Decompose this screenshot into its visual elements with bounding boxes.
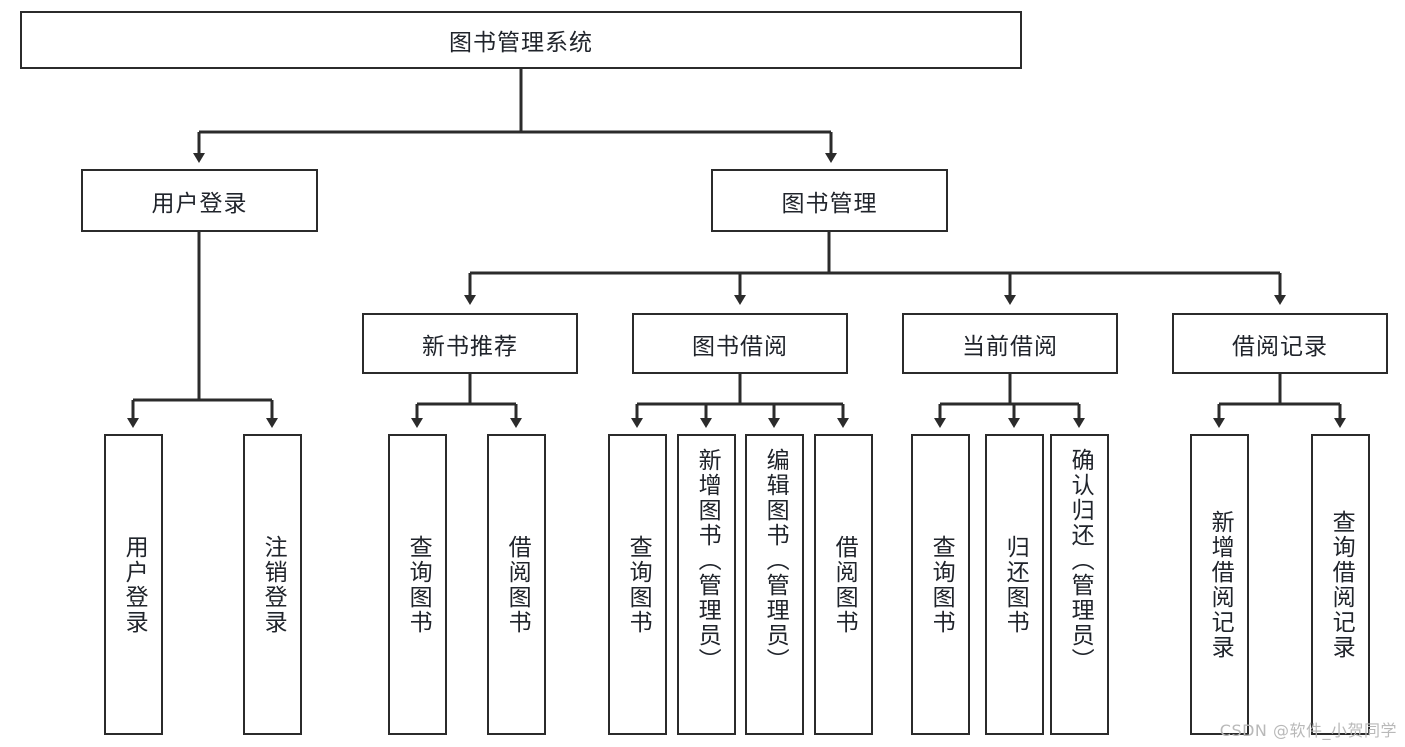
- node-leaf-query-book-3[interactable]: 查询图书: [911, 434, 970, 735]
- node-leaf-add-record-label: 新增借阅记录: [1207, 509, 1234, 660]
- node-leaf-query-record-label: 查询借阅记录: [1328, 509, 1355, 660]
- node-borrow-record-label: 借阅记录: [1232, 333, 1328, 360]
- node-leaf-query-book-1[interactable]: 查询图书: [388, 434, 447, 735]
- node-leaf-edit-book[interactable]: 编辑图书（管理员）: [745, 434, 804, 735]
- node-new-book-recommend[interactable]: 新书推荐: [362, 313, 578, 374]
- node-root-label: 图书管理系统: [449, 30, 593, 56]
- node-book-manage-label: 图书管理: [781, 190, 878, 217]
- node-leaf-user-logout[interactable]: 注销登录: [243, 434, 302, 735]
- node-borrow-record[interactable]: 借阅记录: [1172, 313, 1388, 374]
- node-leaf-query-book-2[interactable]: 查询图书: [608, 434, 667, 735]
- node-leaf-return-book-label: 归还图书: [1002, 534, 1029, 635]
- node-book-manage[interactable]: 图书管理: [711, 169, 948, 232]
- node-current-borrow-label: 当前借阅: [962, 333, 1058, 360]
- node-leaf-add-book[interactable]: 新增图书（管理员）: [677, 434, 736, 735]
- node-root[interactable]: 图书管理系统: [20, 11, 1022, 69]
- node-leaf-query-book-3-label: 查询图书: [928, 534, 955, 635]
- node-leaf-borrow-book-2-label: 借阅图书: [831, 534, 858, 635]
- watermark: CSDN @软件_小贺同学: [1219, 721, 1397, 740]
- node-book-borrow[interactable]: 图书借阅: [632, 313, 848, 374]
- node-user-login-label: 用户登录: [151, 190, 248, 217]
- node-leaf-user-login[interactable]: 用户登录: [104, 434, 163, 735]
- node-leaf-confirm-return[interactable]: 确认归还（管理员）: [1050, 434, 1109, 735]
- node-leaf-add-record[interactable]: 新增借阅记录: [1190, 434, 1249, 735]
- node-leaf-user-logout-label: 注销登录: [260, 534, 287, 635]
- node-leaf-borrow-book-2[interactable]: 借阅图书: [814, 434, 873, 735]
- node-leaf-add-book-label: 新增图书（管理员）: [694, 448, 721, 673]
- node-leaf-confirm-return-label: 确认归还（管理员）: [1067, 448, 1094, 673]
- node-leaf-borrow-book-1[interactable]: 借阅图书: [487, 434, 546, 735]
- node-new-book-recommend-label: 新书推荐: [422, 333, 518, 360]
- node-leaf-borrow-book-1-label: 借阅图书: [504, 534, 531, 635]
- node-leaf-query-book-2-label: 查询图书: [625, 534, 652, 635]
- node-current-borrow[interactable]: 当前借阅: [902, 313, 1118, 374]
- node-book-borrow-label: 图书借阅: [692, 333, 788, 360]
- node-leaf-edit-book-label: 编辑图书（管理员）: [762, 448, 789, 673]
- node-user-login[interactable]: 用户登录: [81, 169, 318, 232]
- node-leaf-query-book-1-label: 查询图书: [405, 534, 432, 635]
- node-leaf-query-record[interactable]: 查询借阅记录: [1311, 434, 1370, 735]
- node-leaf-return-book[interactable]: 归还图书: [985, 434, 1044, 735]
- node-leaf-user-login-label: 用户登录: [121, 534, 148, 635]
